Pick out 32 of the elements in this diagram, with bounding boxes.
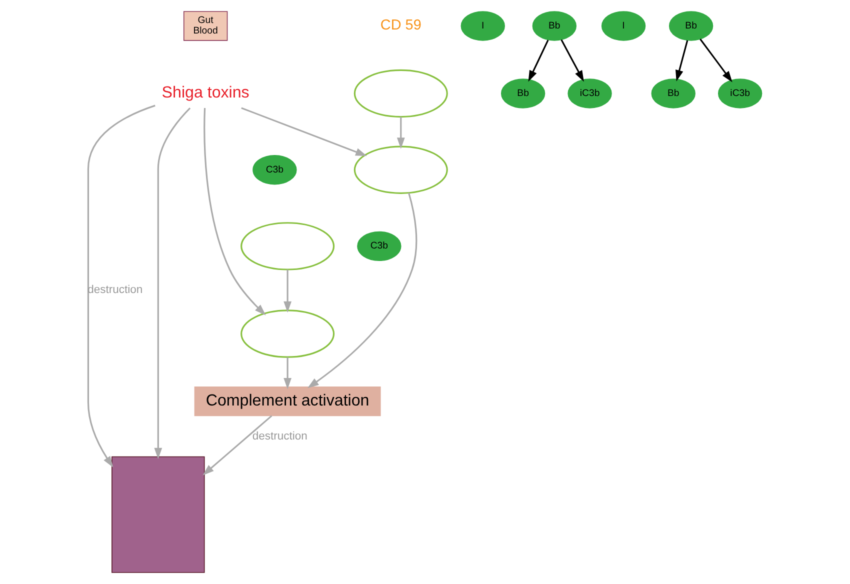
node-ellipse: iC3b [568,78,612,108]
label: CD 59 [380,17,422,34]
node-ellipse: C3b [357,231,402,262]
node-ellipse [240,310,335,358]
arrow [202,415,272,476]
node-box: Complement activation [194,386,381,416]
arrow [307,192,418,388]
node-box: Gut Blood [183,11,228,41]
arrow [560,39,584,82]
node-ellipse: Bb [651,78,696,108]
node-ellipse: iC3b [718,78,762,108]
arrow [284,357,292,390]
arrow [396,116,405,149]
node-ellipse: Bb [532,11,577,41]
arrow [284,270,292,313]
edge-label: destruction [252,430,308,442]
node-ellipse [240,222,335,270]
arrow [154,108,191,460]
node-ellipse: C3b [252,154,297,185]
arrow [204,108,266,316]
arrow [241,107,367,156]
node-ellipse: Bb [500,78,546,108]
node-text: Shiga toxins [162,83,250,102]
arrow [676,40,688,82]
arrow [87,104,156,468]
node-ellipse: I [601,11,646,41]
node-box [112,456,205,573]
arrow [700,38,732,82]
node-ellipse: I [460,11,505,41]
node-ellipse: Bb [668,11,714,41]
arrow [528,40,549,82]
node-ellipse [354,69,448,118]
